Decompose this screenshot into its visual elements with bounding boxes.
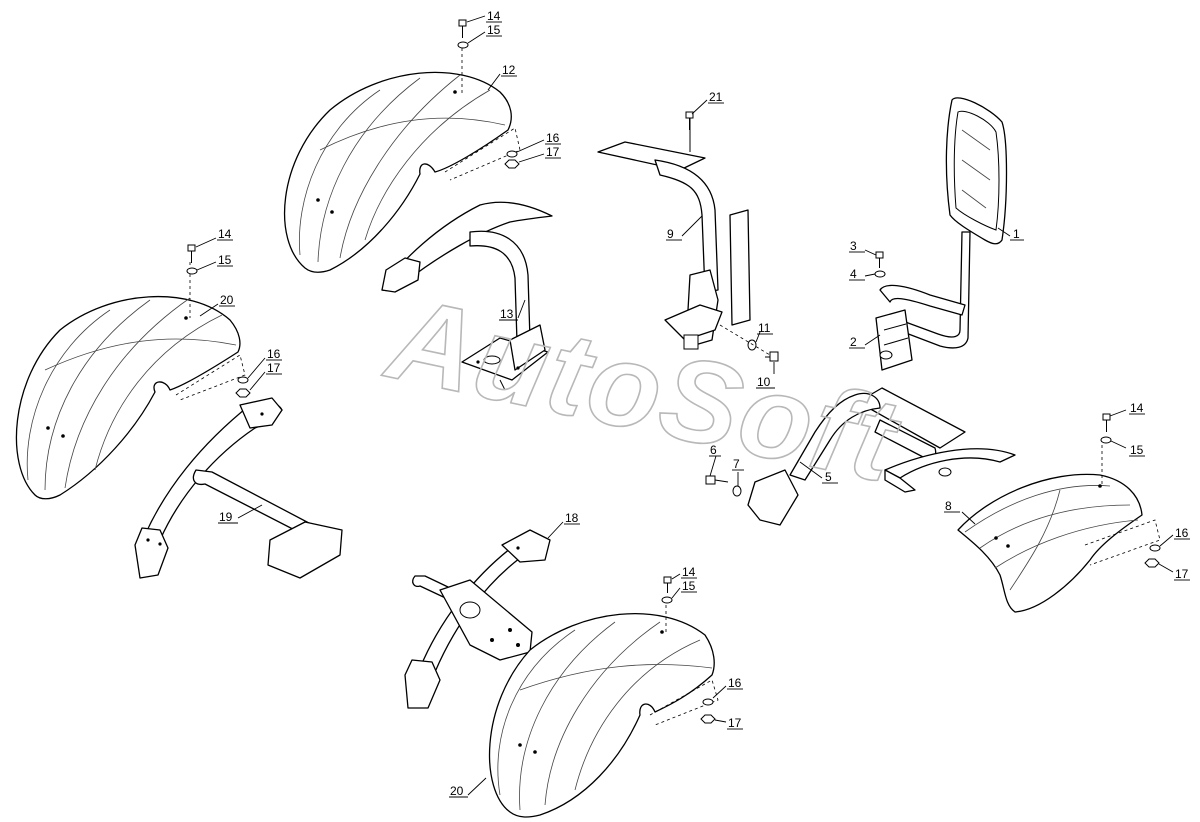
callout-label: 15 [218, 253, 232, 267]
washer-15-top [457, 41, 469, 49]
callout-label: 5 [825, 470, 832, 484]
bracket-19 [134, 397, 343, 579]
bracket-5 [747, 387, 1016, 526]
callout-label: 18 [565, 511, 579, 525]
washer-15-left [186, 267, 198, 275]
washer-15-right [1100, 436, 1112, 444]
callout-label: 16 [728, 676, 742, 690]
callout-label: 9 [667, 227, 674, 241]
callout-label: 1 [1013, 227, 1020, 241]
callout-label: 17 [1175, 567, 1189, 581]
callout-label: 11 [758, 321, 771, 335]
callout-label: 20 [220, 293, 234, 307]
callout-label: 15 [487, 23, 501, 37]
mirror-1 [945, 97, 1008, 245]
callout-label: 21 [709, 90, 723, 104]
callout-label: 15 [1130, 443, 1144, 457]
callout-label: 14 [218, 227, 232, 241]
bracket-18 [404, 529, 551, 709]
bolt-14-left [187, 244, 196, 263]
washer-16-bottom [702, 698, 714, 706]
callout-label: 2 [850, 335, 857, 349]
callout-label: 15 [682, 579, 696, 593]
callout-label: 17 [267, 361, 281, 375]
nut-17-bottom [700, 714, 716, 724]
washer-16-top [506, 150, 518, 158]
washer-15-bottom [661, 596, 673, 604]
washer-16-right [1149, 544, 1161, 552]
bracket-9 [597, 118, 751, 350]
callout-label: 6 [710, 443, 717, 457]
washer-16-left [237, 376, 249, 384]
nut-17-left [235, 388, 251, 398]
washer-4 [874, 270, 886, 278]
callout-label: 3 [850, 239, 857, 253]
mirror-arm-2 [875, 231, 971, 371]
washer-11 [747, 339, 757, 351]
bracket-13 [381, 201, 553, 391]
callout-label: 19 [219, 510, 233, 524]
callout-label: 17 [728, 716, 742, 730]
washer-7 [732, 485, 742, 497]
callout-label: 14 [1130, 401, 1144, 415]
bolt-10 [765, 351, 779, 362]
callout-label: 10 [757, 375, 771, 389]
callout-label: 8 [945, 499, 952, 513]
callout-label: 12 [502, 63, 516, 77]
callout-label: 7 [733, 457, 740, 471]
fender-12 [283, 48, 521, 273]
bolt-14-right [1102, 413, 1111, 432]
nut-17-right [1144, 558, 1160, 568]
callout-label: 20 [450, 784, 464, 798]
callouts: 14 15 12 16 17 14 15 20 16 17 [195, 9, 1190, 798]
callout-label: 16 [1175, 526, 1189, 540]
bolt-6 [705, 475, 729, 485]
callout-label: 4 [850, 267, 857, 281]
callout-label: 16 [546, 131, 560, 145]
fender-20-left [15, 262, 246, 500]
callout-label: 16 [267, 347, 281, 361]
fender-20-bottom [488, 605, 719, 818]
callout-label: 14 [487, 9, 501, 23]
bolt-21 [685, 111, 694, 130]
bolt-14-bottom [663, 576, 672, 593]
callout-label: 14 [682, 565, 696, 579]
bolt-3 [875, 251, 884, 268]
fender-8 [957, 445, 1161, 613]
callout-label: 13 [500, 307, 514, 321]
bolt-14-top [458, 19, 467, 38]
nut-17-top [504, 159, 520, 169]
callout-label: 17 [546, 145, 560, 159]
